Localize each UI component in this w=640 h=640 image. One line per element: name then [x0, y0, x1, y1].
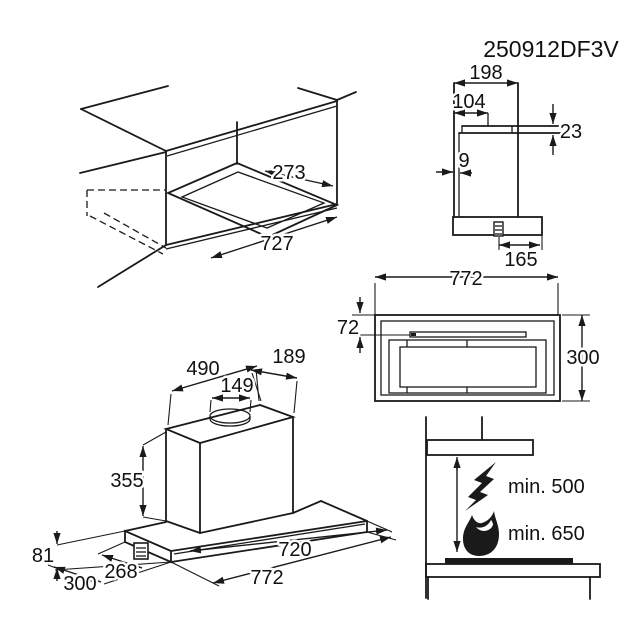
hood-body-outline — [163, 404, 296, 534]
overall-depth-dimension: 300 — [47, 564, 102, 598]
panel-height-dimension: 81 — [29, 530, 172, 581]
power-connector-icon — [493, 221, 504, 237]
body-width-dimension: 490 — [167, 356, 260, 426]
front-gap-label: 72 — [337, 317, 359, 339]
top-view-outline — [374, 314, 561, 402]
cabinet-niche-drawing: 273 727 — [79, 85, 357, 288]
hood-connector-icon — [133, 542, 149, 560]
overall-depth-label: 300 — [63, 573, 96, 595]
clearance-drawing: min. 500 min. 650 — [425, 416, 601, 600]
gas-flame-icon — [463, 511, 499, 556]
niche-width-dimension: 727 — [210, 216, 338, 259]
hidden-niche-dashed-lines — [86, 189, 167, 255]
front-gap-dimension: 72 — [334, 297, 410, 353]
hood-isometric-drawing: 490 189 149 355 81 — [29, 344, 397, 598]
exhaust-spigot — [209, 408, 251, 427]
side-width-dimension: 198 — [454, 60, 518, 87]
niche-depth-label: 273 — [272, 162, 305, 184]
body-height-label: 355 — [110, 470, 143, 492]
recess-width-label: 720 — [278, 539, 311, 561]
wall-thickness-dimension: 9 — [436, 148, 472, 177]
electric-bolt-icon — [465, 462, 496, 511]
top-width-label: 772 — [449, 268, 482, 290]
top-view-drawing: 772 72 300 — [334, 266, 602, 402]
body-width-label: 490 — [186, 358, 219, 380]
duct-offset-label: 104 — [452, 91, 485, 113]
panel-depth-label: 268 — [104, 561, 137, 583]
gas-clearance-label: min. 650 — [508, 523, 585, 545]
connector-edge-label: 165 — [504, 249, 537, 271]
mounting-bar-tick — [411, 333, 416, 336]
overall-width-label: 772 — [250, 567, 283, 589]
connector-edge-dimension: 165 — [498, 236, 543, 274]
side-view-drawing: 198 104 23 9 165 — [436, 60, 585, 274]
overall-width-dimension: 772 — [170, 531, 397, 592]
niche-width-label: 727 — [260, 233, 293, 255]
top-depth-label: 300 — [566, 347, 599, 369]
panel-depth-dimension: 268 — [97, 541, 172, 586]
cooktop-slab — [445, 558, 573, 564]
side-view-outline — [452, 82, 564, 236]
side-width-label: 198 — [469, 62, 502, 84]
body-depth-dimension: 189 — [250, 344, 308, 414]
niche-depth-dimension: 273 — [264, 160, 334, 188]
spigot-label: 149 — [220, 375, 253, 397]
body-height-dimension: 355 — [108, 431, 167, 522]
rail-height-dimension: 23 — [549, 104, 585, 155]
electric-clearance-label: min. 500 — [508, 476, 585, 498]
hood-bottom-plate — [426, 439, 534, 456]
counter-top — [425, 563, 601, 578]
duct-offset-dimension: 104 — [450, 89, 488, 117]
body-depth-label: 189 — [272, 346, 305, 368]
rail-height-label: 23 — [560, 121, 582, 143]
panel-height-label: 81 — [32, 545, 54, 567]
spigot-dimension: 149 — [209, 373, 256, 413]
wall-thickness-label: 9 — [458, 150, 469, 172]
part-number: 250912DF3V — [483, 36, 619, 62]
top-depth-dimension: 300 — [562, 314, 602, 402]
top-width-dimension: 772 — [374, 266, 559, 315]
cabinet-niche-outline — [79, 85, 357, 288]
